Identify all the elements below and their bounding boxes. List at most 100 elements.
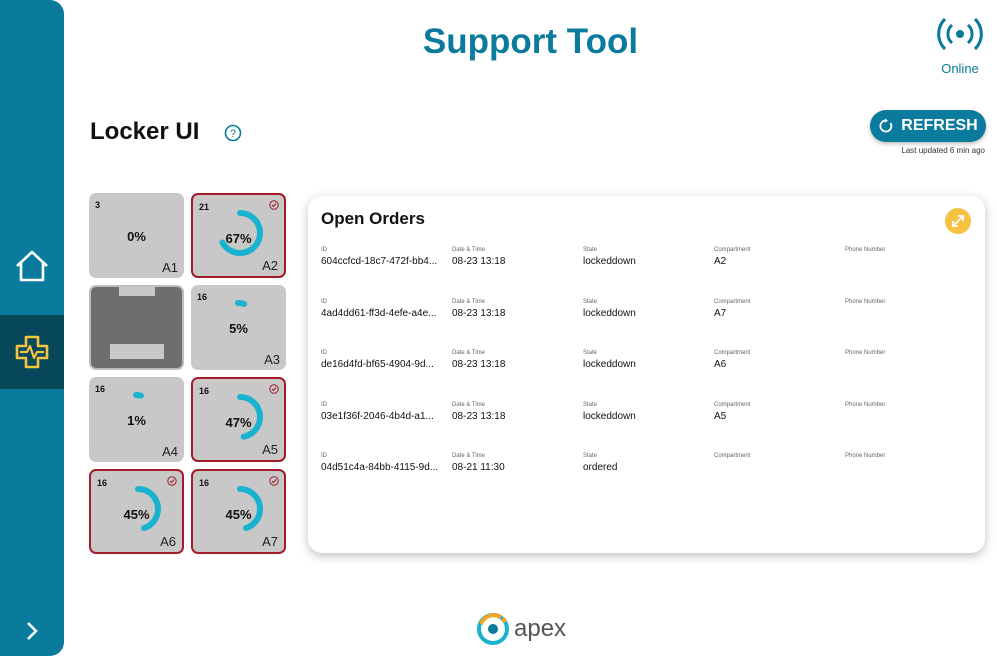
medical-support-icon [15, 335, 49, 369]
refresh-button[interactable]: REFRESH [870, 110, 986, 142]
order-value-datetime: 08-21 11:30 [452, 462, 505, 473]
locker-label: A3 [264, 352, 280, 367]
order-header-id: ID [321, 247, 327, 253]
order-value-datetime: 08-23 13:18 [452, 359, 506, 370]
order-value-compartment: A7 [714, 307, 727, 319]
locker-fill-percent: 67% [225, 231, 252, 246]
locker-count: 16 [199, 386, 210, 396]
locker-fill-percent: 45% [225, 507, 252, 522]
order-cell-phone: Phone Number [845, 299, 885, 308]
order-value-id: de16d4fd-bf65-4904-9d... [321, 359, 434, 370]
order-value-datetime: 08-23 13:18 [452, 410, 506, 422]
locker-count: 3 [95, 200, 101, 210]
connection-status: Online [928, 14, 992, 76]
order-cell-compartment: Compartment [714, 453, 750, 462]
order-cell-phone: Phone Number [845, 402, 885, 411]
order-header-datetime: Date & Time [452, 350, 486, 356]
order-cell-datetime: Date & Time 08-23 13:18 [452, 402, 505, 422]
order-header-compartment: Compartment [714, 453, 751, 459]
online-label: Online [941, 61, 979, 76]
order-cell-phone: Phone Number [845, 247, 885, 256]
alert-check-icon [269, 200, 279, 210]
order-value-compartment: A2 [714, 256, 727, 267]
sidebar-expand-button[interactable] [0, 596, 64, 666]
alert-check-icon [269, 476, 279, 486]
order-value-datetime: 08-23 13:18 [452, 307, 506, 319]
locker-tile[interactable]: 21 67% A2 [191, 193, 286, 278]
section-title: Locker UI [90, 118, 200, 145]
order-header-compartment: Compartment [714, 350, 751, 356]
broadcast-icon [937, 17, 983, 51]
locker-label: A4 [162, 444, 178, 459]
locker-open[interactable] [89, 285, 184, 370]
open-orders-panel: Open Orders ID 604ccfcd-18c7-472f-bb4... D… [308, 196, 985, 553]
locker-label: A2 [262, 258, 278, 273]
order-header-datetime: Date & Time [452, 401, 486, 408]
expand-orders-button[interactable] [945, 208, 971, 234]
alert-check-icon [269, 384, 279, 394]
order-header-compartment: Compartment [714, 401, 751, 408]
nav-support[interactable] [0, 315, 64, 389]
locker-count: 21 [199, 202, 210, 212]
order-cell-phone: Phone Number [845, 350, 885, 359]
apex-logo-text: apex [514, 615, 567, 642]
fill-ring [217, 210, 263, 256]
order-cell-datetime: Date & Time 08-21 11:30 [452, 453, 505, 473]
locker-fill-percent: 5% [229, 321, 248, 336]
order-value-state: lockeddown [583, 410, 636, 422]
last-updated-text: Last updated 6 min ago [901, 146, 985, 155]
order-header-datetime: Date & Time [452, 247, 486, 253]
order-header-datetime: Date & Time [452, 453, 486, 459]
locker-label: A6 [160, 534, 176, 549]
locker-fill-percent: 47% [225, 415, 252, 430]
order-value-compartment: A5 [714, 410, 727, 422]
order-header-id: ID [321, 453, 327, 459]
locker-tile[interactable]: 16 45% A6 [89, 469, 184, 554]
order-value-state: lockeddown [583, 359, 636, 370]
locker-label: A1 [162, 260, 178, 275]
nav-home[interactable] [0, 229, 64, 303]
order-cell-state: State ordered [583, 453, 617, 473]
order-value-id: 604ccfcd-18c7-472f-bb4... [321, 256, 438, 267]
order-value-state: ordered [583, 462, 618, 473]
order-header-phone: Phone Number [845, 247, 886, 253]
locker-count: 16 [95, 384, 106, 394]
order-cell-phone: Phone Number [845, 453, 885, 462]
order-value-id: 4ad4dd61-ff3d-4efe-a4e... [321, 307, 437, 319]
locker-count: 16 [197, 292, 208, 302]
order-header-datetime: Date & Time [452, 298, 486, 305]
home-icon [16, 250, 48, 282]
order-header-id: ID [321, 401, 327, 408]
order-header-phone: Phone Number [845, 350, 886, 356]
order-header-phone: Phone Number [845, 453, 886, 459]
order-cell-datetime: Date & Time 08-23 13:18 [452, 299, 505, 319]
locker-count: 16 [97, 478, 108, 488]
order-cell-id: ID 604ccfcd-18c7-472f-bb4... [321, 247, 447, 267]
order-value-state: lockeddown [583, 256, 636, 267]
locker-tile[interactable]: 16 5% A3 [191, 285, 286, 370]
order-value-state: lockeddown [583, 307, 636, 319]
locker-fill-percent: 45% [123, 507, 150, 522]
orders-title: Open Orders [321, 209, 425, 228]
locker-door-tab [119, 287, 155, 296]
fill-ring [113, 392, 159, 438]
help-icon[interactable]: ? [224, 124, 242, 142]
order-header-state: State [583, 453, 598, 459]
